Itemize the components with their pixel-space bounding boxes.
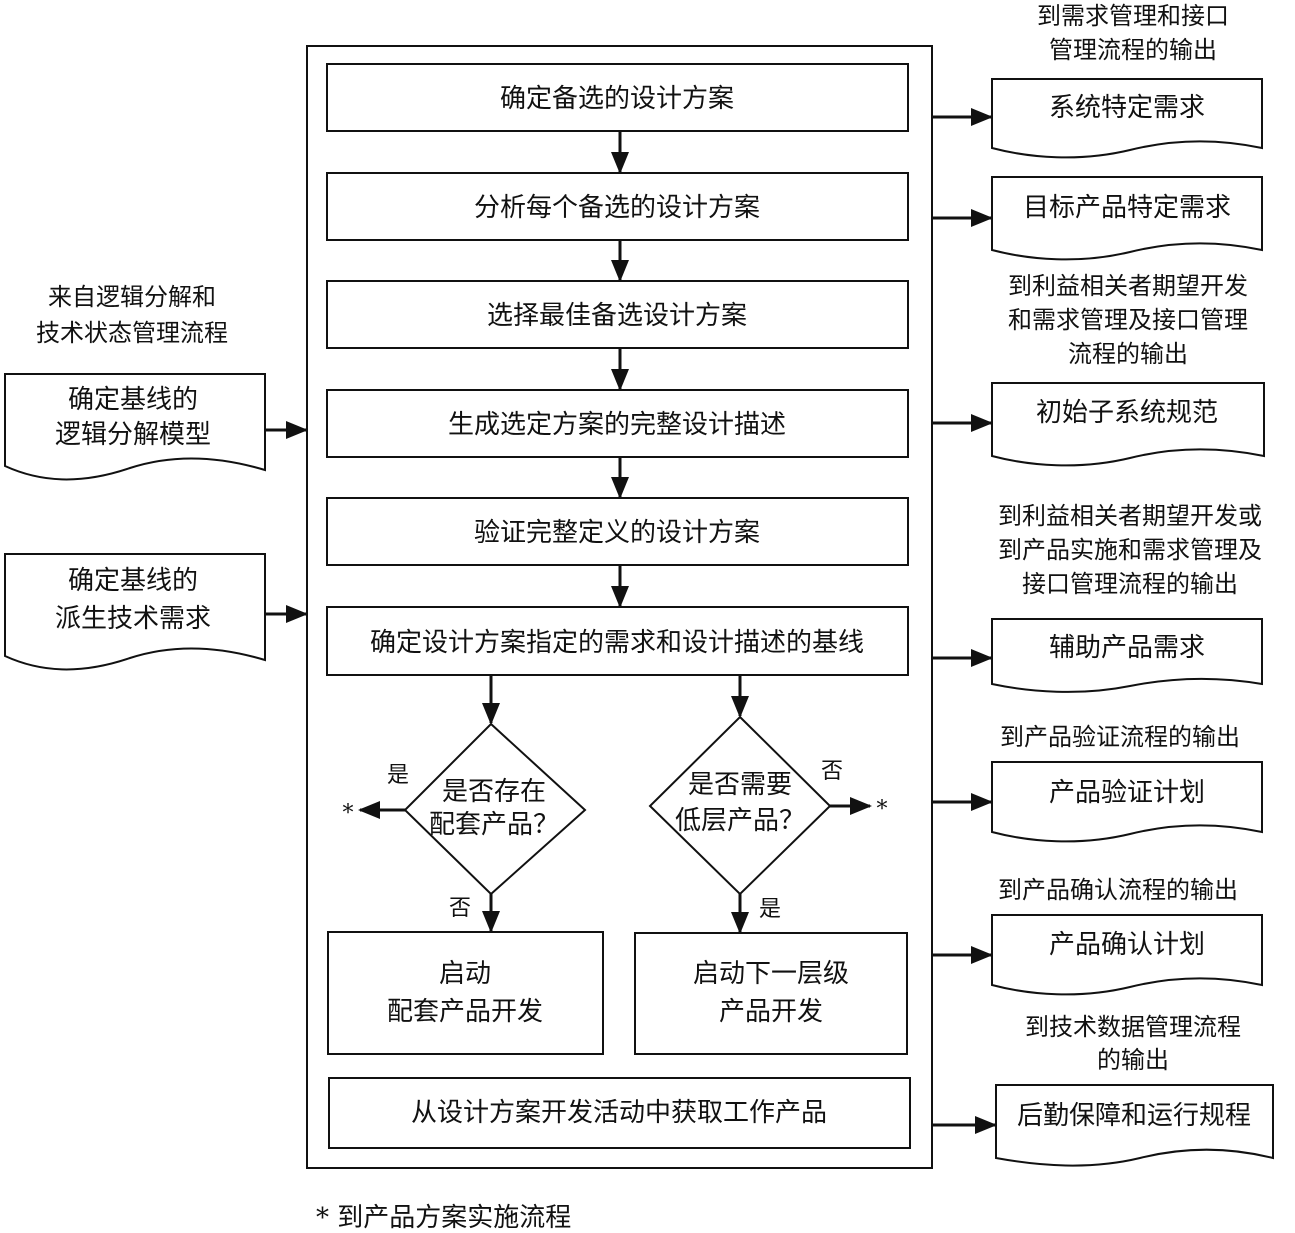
input-doc-logical-decomposition: 确定基线的 逻辑分解模型 (4, 373, 266, 481)
output-doc-6-label: 产品确认计划 (1049, 930, 1205, 960)
right-decision-no-label: 否 (821, 759, 843, 784)
input-source-line-2: 技术状态管理流程 (36, 319, 228, 347)
step-2-label: 分析每个备选的设计方案 (474, 193, 760, 223)
input-doc-2-line-1: 确定基线的 (68, 566, 198, 596)
output-2-destination-line-1: 到利益相关者期望开发 (1008, 272, 1248, 300)
input-doc-derived-requirements: 确定基线的 派生技术需求 (4, 553, 266, 671)
left-decision-yes-label: 是 (387, 763, 409, 788)
step-1: 确定备选的设计方案 (326, 63, 909, 132)
output-2-destination-line-2: 和需求管理及接口管理 (1008, 306, 1248, 334)
output-1-destination-line-2: 管理流程的输出 (1049, 36, 1217, 64)
output-doc-auxiliary-product-requirements: 辅助产品需求 (991, 618, 1263, 693)
step-3: 选择最佳备选设计方案 (326, 280, 909, 349)
outcome-lower-level-development: 启动下一层级 产品开发 (634, 932, 908, 1055)
output-1-destination-line-1: 到需求管理和接口 (1037, 2, 1229, 30)
footnote: * 到产品方案实施流程 (316, 1203, 571, 1233)
left-decision-yes-target: * (343, 801, 354, 826)
step-5-label: 验证完整定义的设计方案 (474, 518, 760, 548)
right-decision-yes-label: 是 (759, 897, 781, 922)
outcome-right-line-1: 启动下一层级 (693, 959, 849, 989)
final-step-label: 从设计方案开发活动中获取工作产品 (411, 1098, 827, 1128)
step-6-label: 确定设计方案指定的需求和设计描述的基线 (370, 628, 864, 658)
input-doc-2-line-2: 派生技术需求 (55, 604, 211, 634)
output-4-destination-line-1: 到产品验证流程的输出 (1000, 723, 1240, 751)
output-doc-initial-subsystem-spec: 初始子系统规范 (991, 382, 1265, 467)
output-6-destination-line-1: 到技术数据管理流程 (1025, 1013, 1241, 1041)
right-decision-no-target: * (877, 797, 888, 822)
input-doc-1-line-1: 确定基线的 (68, 385, 198, 415)
output-doc-target-product-requirements: 目标产品特定需求 (991, 176, 1263, 261)
step-5: 验证完整定义的设计方案 (326, 497, 909, 566)
step-4-label: 生成选定方案的完整设计描述 (448, 410, 786, 440)
decision-companion-product: 是否存在 配套产品？ (403, 722, 587, 896)
output-doc-5-label: 产品验证计划 (1049, 778, 1205, 808)
outcome-left-line-1: 启动 (439, 959, 491, 989)
outcome-companion-development: 启动 配套产品开发 (327, 931, 604, 1055)
step-4: 生成选定方案的完整设计描述 (326, 389, 909, 458)
output-doc-logistics-operations-procedures: 后勤保障和运行规程 (995, 1084, 1274, 1167)
decision-right-line-2: 低层产品？ (675, 806, 805, 836)
output-3-destination-line-1: 到利益相关者期望开发或 (998, 502, 1262, 530)
output-doc-system-requirements: 系统特定需求 (991, 78, 1263, 159)
input-source-line-1: 来自逻辑分解和 (48, 283, 216, 311)
step-6: 确定设计方案指定的需求和设计描述的基线 (326, 606, 909, 676)
output-doc-2-label: 目标产品特定需求 (1023, 193, 1231, 223)
outcome-right-line-2: 产品开发 (719, 997, 823, 1027)
step-3-label: 选择最佳备选设计方案 (487, 301, 747, 331)
output-doc-3-label: 初始子系统规范 (1036, 398, 1218, 428)
output-doc-1-label: 系统特定需求 (1049, 93, 1205, 123)
output-doc-4-label: 辅助产品需求 (1049, 633, 1205, 663)
decision-lower-level-product: 是否需要 低层产品？ (648, 715, 832, 896)
output-3-destination-line-2: 到产品实施和需求管理及 (998, 536, 1262, 564)
output-doc-7-label: 后勤保障和运行规程 (1017, 1101, 1251, 1131)
left-decision-no-label: 否 (449, 896, 471, 921)
decision-left-line-2: 配套产品？ (429, 810, 559, 840)
step-2: 分析每个备选的设计方案 (326, 172, 909, 241)
output-5-destination-line-1: 到产品确认流程的输出 (998, 876, 1238, 904)
output-2-destination-line-3: 流程的输出 (1068, 340, 1188, 368)
step-capture-work-products: 从设计方案开发活动中获取工作产品 (328, 1077, 911, 1149)
outcome-left-line-2: 配套产品开发 (387, 997, 543, 1027)
output-doc-product-validation-plan: 产品确认计划 (991, 914, 1263, 996)
output-doc-product-verification-plan: 产品验证计划 (991, 761, 1263, 843)
step-1-label: 确定备选的设计方案 (500, 84, 734, 114)
input-doc-1-line-2: 逻辑分解模型 (55, 420, 211, 450)
decision-right-line-1: 是否需要 (688, 770, 792, 800)
output-3-destination-line-3: 接口管理流程的输出 (1022, 570, 1238, 598)
decision-left-line-1: 是否存在 (442, 777, 546, 807)
output-6-destination-line-2: 的输出 (1097, 1046, 1169, 1074)
